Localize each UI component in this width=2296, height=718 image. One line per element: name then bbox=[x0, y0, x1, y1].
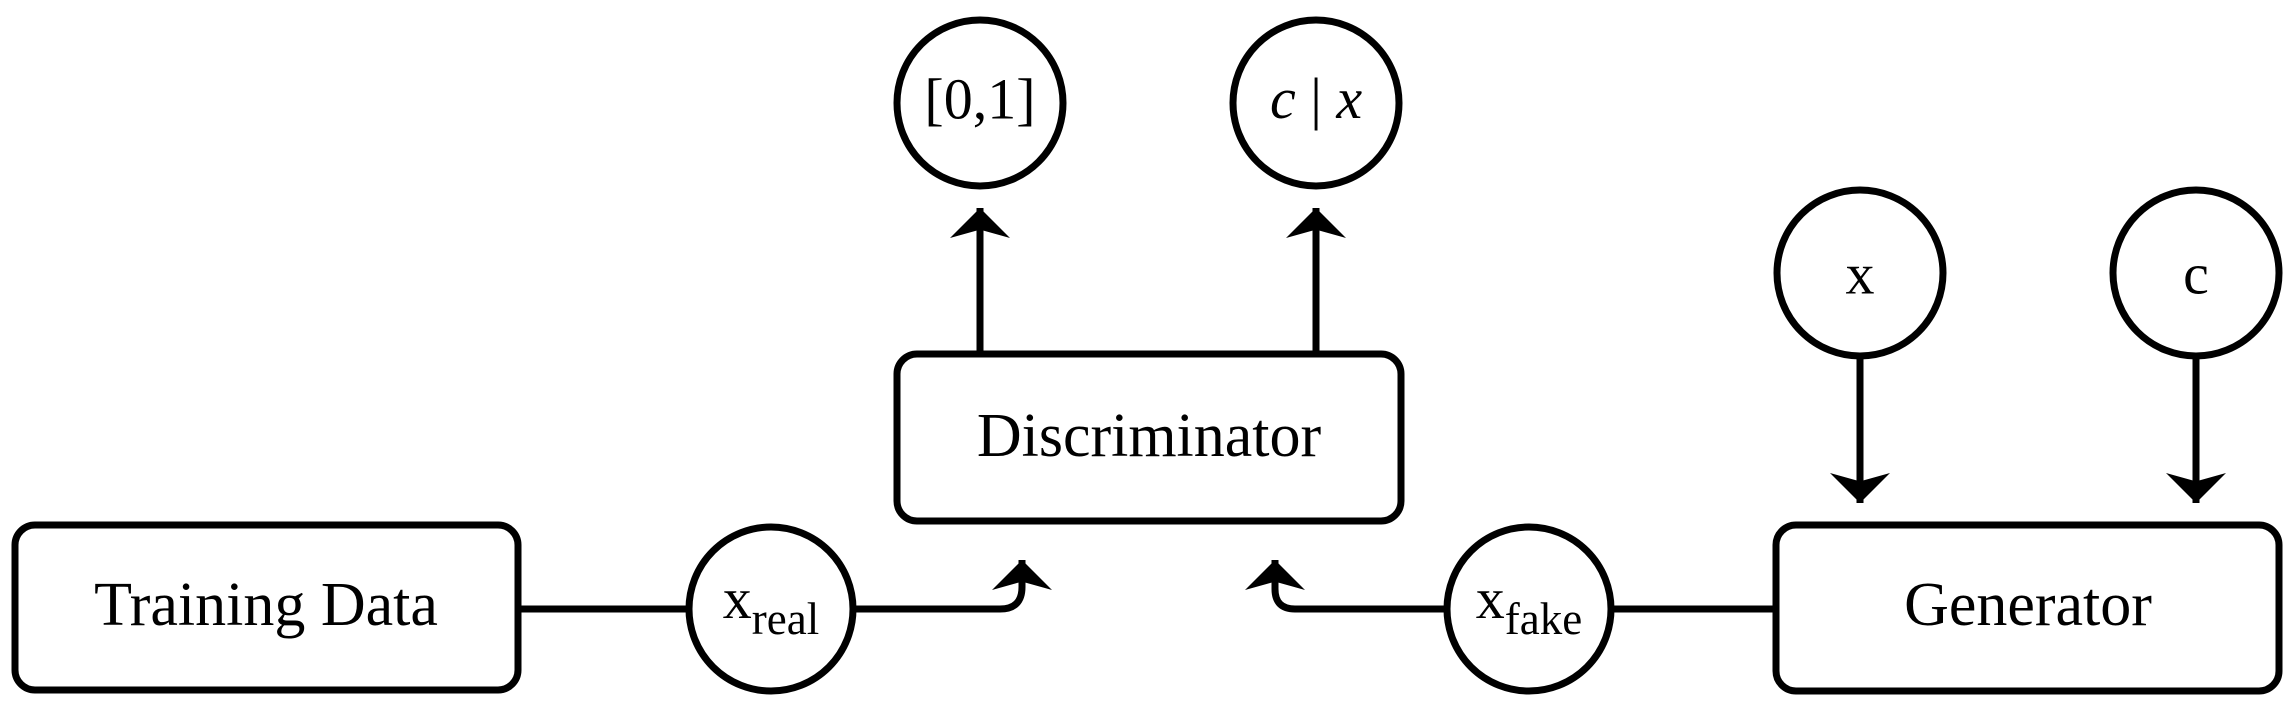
generator-input-x-node: x bbox=[1773, 186, 1947, 360]
x-fake-node: xfake bbox=[1443, 523, 1615, 695]
generator-input-c-node: c bbox=[2109, 186, 2283, 360]
generator-input-c-label: c bbox=[2183, 241, 2209, 306]
x-fake-subscript: fake bbox=[1505, 594, 1582, 644]
x-real-base: x bbox=[723, 566, 752, 631]
discriminator-box: Discriminator bbox=[893, 350, 1405, 525]
probability-output-node: [0,1] bbox=[893, 16, 1067, 190]
x-real-node: xreal bbox=[685, 523, 857, 695]
generator-box: Generator bbox=[1772, 521, 2283, 695]
probability-output-label: [0,1] bbox=[924, 66, 1035, 131]
svg-text:c | x: c | x bbox=[1270, 66, 1362, 131]
class-output-c: c bbox=[1270, 66, 1296, 131]
svg-text:xfake: xfake bbox=[1476, 566, 1582, 644]
generator-label: Generator bbox=[1904, 571, 2152, 639]
svg-text:xreal: xreal bbox=[723, 566, 819, 644]
x-real-subscript: real bbox=[752, 594, 819, 644]
generator-input-x-label: x bbox=[1846, 241, 1875, 306]
training-data-box: Training Data bbox=[11, 521, 522, 694]
class-output-separator: | bbox=[1310, 66, 1322, 131]
x-fake-base: x bbox=[1476, 566, 1505, 631]
training-data-label: Training Data bbox=[94, 571, 438, 639]
class-output-x: x bbox=[1335, 66, 1362, 131]
class-output-node: c | x bbox=[1229, 16, 1403, 190]
edge-x-fake-to-discriminator bbox=[1245, 560, 1448, 613]
edge-x-real-to-discriminator bbox=[852, 560, 1052, 613]
discriminator-label: Discriminator bbox=[977, 402, 1322, 470]
